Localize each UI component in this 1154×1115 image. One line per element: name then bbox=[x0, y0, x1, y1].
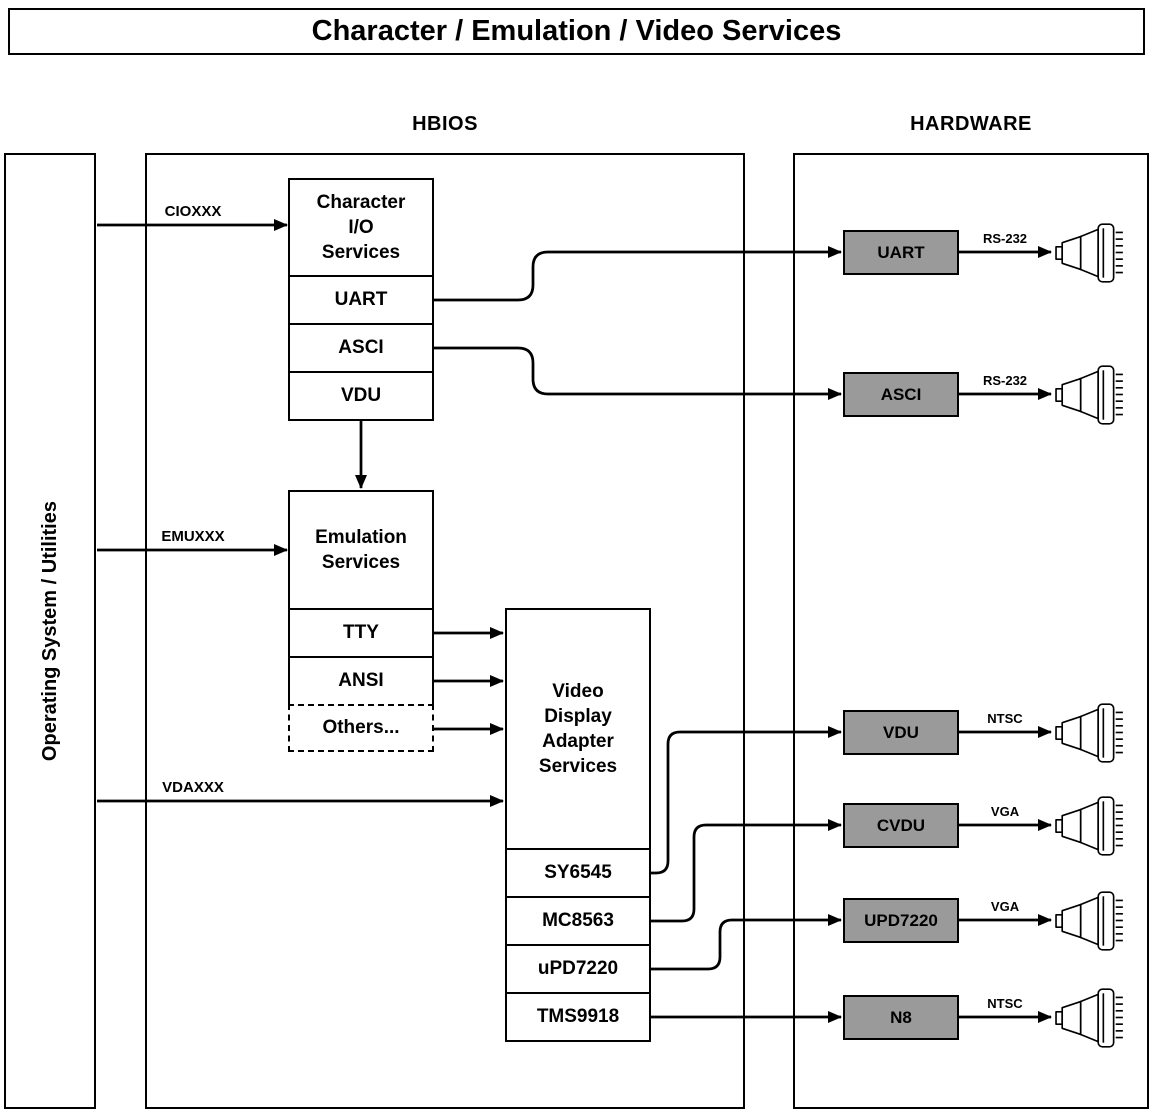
page-title: Character / Emulation / Video Services bbox=[8, 8, 1145, 55]
emulation-services-title: Emulation Services bbox=[315, 526, 407, 573]
signal-label-upd7220: VGA bbox=[990, 899, 1020, 914]
signal-label-n8: NTSC bbox=[987, 996, 1023, 1011]
bus-label-vdaxxx: VDAXXX bbox=[162, 779, 224, 796]
signal-label-cvdu: VGA bbox=[990, 804, 1020, 819]
bus-label-emuxxx: EMUXXX bbox=[161, 528, 225, 545]
vda-item-sy6545: SY6545 bbox=[507, 848, 649, 896]
vda-services-block: Video Display Adapter Services SY6545 MC… bbox=[505, 608, 651, 1042]
char-io-item-vdu: VDU bbox=[290, 371, 432, 419]
video-connector-icon bbox=[1055, 988, 1124, 1048]
bus-label-cioxxx: CIOXXX bbox=[164, 203, 222, 220]
signal-label-vdu: NTSC bbox=[987, 711, 1023, 726]
vda-services-title: Video Display Adapter Services bbox=[538, 680, 618, 778]
hardware-box-cvdu: CVDU bbox=[843, 803, 959, 848]
signal-label-asci: RS-232 bbox=[982, 373, 1028, 388]
emulation-item-tty: TTY bbox=[290, 608, 432, 656]
char-io-item-uart: UART bbox=[290, 275, 432, 323]
hardware-container bbox=[793, 153, 1149, 1109]
char-io-services-title: Character I/O Services bbox=[316, 191, 406, 264]
hardware-section-label: HARDWARE bbox=[910, 113, 1032, 135]
hardware-box-asci: ASCI bbox=[843, 372, 959, 417]
vda-item-tms9918: TMS9918 bbox=[507, 992, 649, 1040]
vda-item-mc8563: MC8563 bbox=[507, 896, 649, 944]
hardware-box-vdu: VDU bbox=[843, 710, 959, 755]
video-connector-icon bbox=[1055, 796, 1124, 856]
emulation-services-block: Emulation Services TTY ANSI bbox=[288, 490, 434, 706]
signal-label-uart: RS-232 bbox=[982, 231, 1028, 246]
video-connector-icon bbox=[1055, 223, 1124, 283]
char-io-item-asci: ASCI bbox=[290, 323, 432, 371]
hbios-container bbox=[145, 153, 745, 1109]
emulation-item-ansi: ANSI bbox=[290, 656, 432, 704]
char-io-services-block: Character I/O Services UART ASCI VDU bbox=[288, 178, 434, 421]
video-connector-icon bbox=[1055, 365, 1124, 425]
hardware-box-upd7220: UPD7220 bbox=[843, 898, 959, 943]
hardware-box-n8: N8 bbox=[843, 995, 959, 1040]
hbios-section-label: HBIOS bbox=[412, 113, 478, 135]
video-connector-icon bbox=[1055, 891, 1124, 951]
video-connector-icon bbox=[1055, 703, 1124, 763]
os-utilities-label: Operating System / Utilities bbox=[38, 500, 61, 762]
os-utilities-box: Operating System / Utilities bbox=[4, 153, 96, 1109]
vda-item-upd7220: uPD7220 bbox=[507, 944, 649, 992]
hardware-box-uart: UART bbox=[843, 230, 959, 275]
emulation-item-others: Others... bbox=[288, 704, 434, 752]
